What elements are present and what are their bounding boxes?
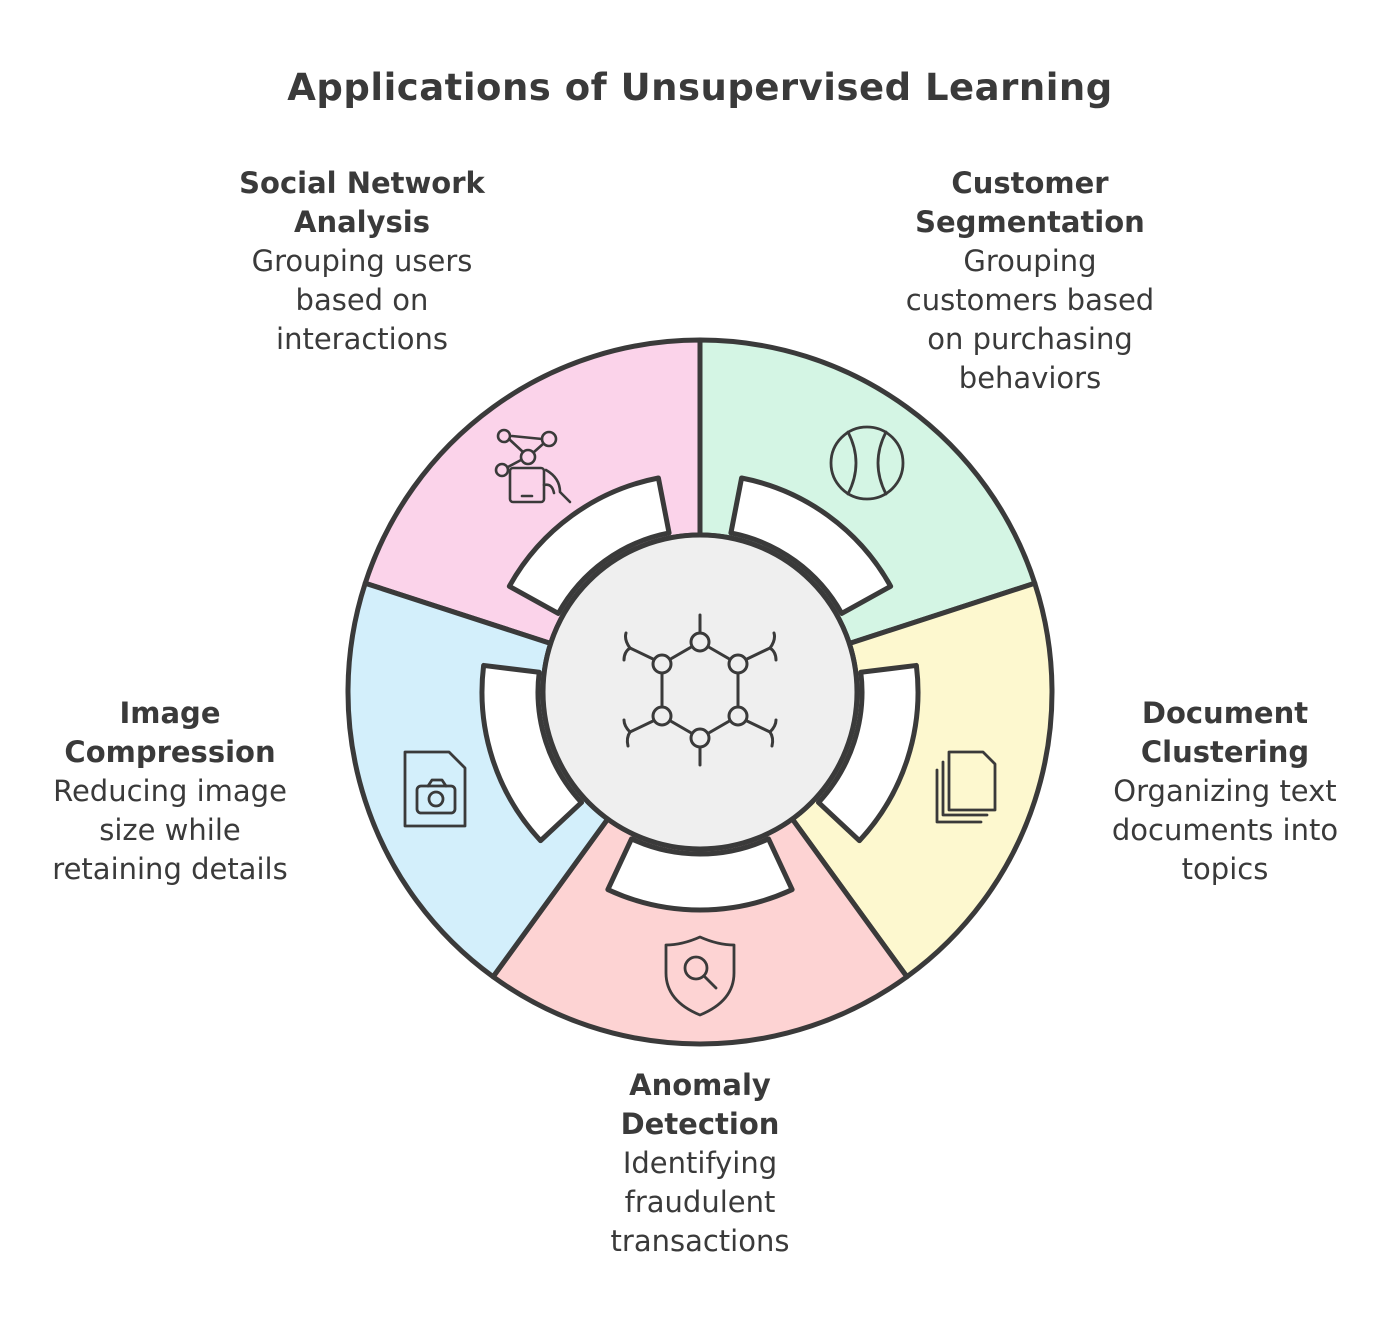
document-title-line-2: Clustering [1140, 735, 1310, 769]
social-desc-line-2: based on [295, 283, 429, 317]
network-phone-icon [494, 428, 572, 504]
social-desc-line-3: interactions [276, 322, 448, 356]
social-title-line-1: Social Network [239, 166, 485, 200]
molecule-hexagon-icon [622, 613, 778, 767]
inner-arc-document [815, 662, 921, 844]
anomaly-desc-line-1: Identifying [622, 1146, 778, 1180]
social-desc-line-1: Grouping users [251, 244, 473, 278]
customer-title-line-1: Customer [951, 166, 1109, 200]
anomaly-title-line-2: Detection [620, 1107, 780, 1141]
image-title-line-1: Image [119, 696, 221, 730]
image-desc-line-1: Reducing image [53, 774, 287, 808]
label-anomaly-detection: Anomaly Detection Identifying fraudulent… [550, 1066, 850, 1261]
anomaly-desc-line-2: fraudulent [624, 1185, 776, 1219]
image-desc-line-3: retaining details [52, 852, 288, 886]
document-desc-line-2: documents into [1111, 813, 1339, 847]
ball-icon [829, 425, 905, 501]
customer-desc-line-3: on purchasing [927, 322, 1133, 356]
social-title-line-2: Analysis [294, 205, 430, 239]
customer-desc-line-4: behaviors [958, 361, 1102, 395]
label-document-clustering: Document Clustering Organizing text docu… [1085, 694, 1365, 889]
center-hub [540, 532, 860, 852]
inner-arc-customer [728, 475, 894, 616]
document-title-line-1: Document [1141, 696, 1309, 730]
anomaly-desc-line-3: transactions [610, 1224, 790, 1258]
image-title-line-2: Compression [64, 735, 276, 769]
image-desc-line-2: size while [99, 813, 241, 847]
shield-search-icon [664, 935, 736, 1017]
label-image-compression: Image Compression Reducing image size wh… [20, 694, 320, 889]
label-customer-segmentation: Customer Segmentation Grouping customers… [880, 164, 1180, 398]
customer-title-line-2: Segmentation [915, 205, 1145, 239]
document-desc-line-1: Organizing text [1113, 774, 1337, 808]
label-social-network-analysis: Social Network Analysis Grouping users b… [212, 164, 512, 359]
inner-arc-anomaly [605, 836, 795, 913]
inner-arc-image [479, 662, 585, 844]
document-desc-line-3: topics [1181, 852, 1269, 886]
inner-arc-social [506, 475, 672, 616]
customer-desc-line-2: customers based [905, 283, 1155, 317]
anomaly-title-line-1: Anomaly [629, 1068, 771, 1102]
customer-desc-line-1: Grouping [963, 244, 1097, 278]
camera-file-icon [403, 750, 467, 828]
documents-icon [935, 750, 997, 824]
diagram-title: Applications of Unsupervised Learning [287, 66, 1113, 109]
